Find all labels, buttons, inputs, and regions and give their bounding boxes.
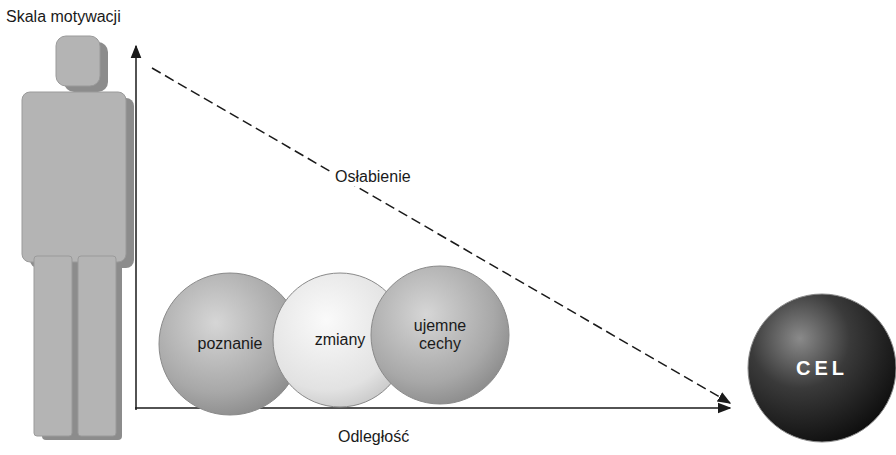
node-text: CEL <box>796 357 848 380</box>
axis-title: Odległość <box>336 428 411 446</box>
goal-sphere: CEL <box>747 293 896 443</box>
node-text: poznanie <box>198 335 263 353</box>
line-label: Osłabienie <box>333 168 413 186</box>
circle-outline <box>748 294 896 442</box>
human-figure <box>22 36 126 436</box>
axis-title: Skala motywacji <box>4 8 123 26</box>
circle-outline <box>371 266 509 404</box>
y-axis <box>135 46 137 410</box>
node-text: zmiany <box>315 331 366 349</box>
node-text: ujemne cechy <box>400 317 480 354</box>
stage-circle: ujemne cechy <box>370 265 510 405</box>
